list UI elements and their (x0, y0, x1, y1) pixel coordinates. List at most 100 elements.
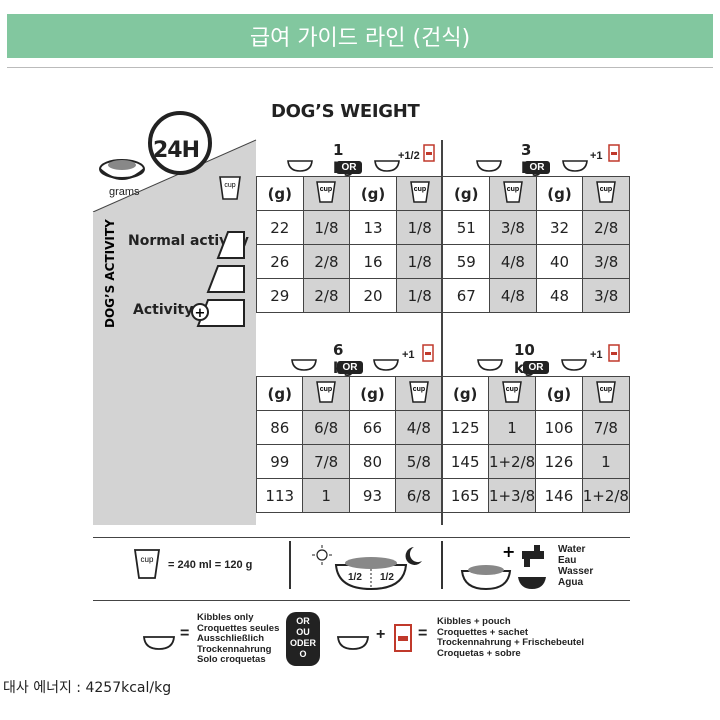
clock-icon (148, 111, 212, 175)
kibbles-pouch-labels: Kibbles + pouch Croquettes + sachet Troc… (437, 616, 585, 659)
bowl-icon (562, 160, 588, 172)
cup-label: cup (600, 186, 612, 193)
bowl-icon (373, 359, 399, 371)
half-portion-2: 1/2 (380, 572, 394, 583)
kibbles-pouch-es: Croquetas + sobre (437, 647, 521, 659)
cup-header: cup (395, 376, 443, 411)
metabolic-energy: 대사 에너지 : 4257kcal/kg (3, 680, 172, 696)
column-divider (441, 140, 443, 525)
bowl-icon (476, 160, 502, 172)
cell: 1 (581, 444, 631, 479)
cell: 125 (441, 410, 489, 445)
kibbles-pouch-fr: Croquettes + sachet (437, 626, 529, 638)
grams-header: (g) (441, 376, 489, 411)
cup-icon: cup (133, 549, 161, 579)
activity-level-icon: + (191, 231, 245, 327)
cell: 1+3/8 (487, 478, 537, 513)
pouch-icon (423, 144, 435, 162)
cell: 48 (535, 278, 584, 313)
cell: 3/8 (582, 278, 630, 313)
grams-header: (g) (535, 376, 583, 411)
or-badge: OR (337, 361, 363, 374)
cell: 22 (256, 210, 304, 245)
grams-label: grams (109, 186, 140, 198)
or-multilingual-badge: OR OU ODER O (286, 612, 320, 666)
svg-text:DOG’S ACTIVITY: DOG’S ACTIVITY (103, 219, 117, 328)
bowl-icon (287, 160, 313, 172)
cell: 5/8 (395, 444, 443, 479)
cell: 59 (442, 244, 491, 279)
normal-activity-label: Normal activity (128, 233, 249, 249)
cell: 6/8 (395, 478, 443, 513)
cell: 67 (442, 278, 491, 313)
bowl-icon (143, 636, 175, 650)
cell: 4/8 (395, 410, 443, 445)
cup-label: cup (320, 386, 332, 393)
grams-header: (g) (256, 176, 304, 211)
cell: 1/8 (395, 210, 444, 245)
water-tap-bowl-icon: + (460, 542, 546, 591)
kibbles-only-es: Solo croquetas (197, 654, 266, 665)
cell: 7/8 (581, 410, 631, 445)
cup-header: cup (489, 176, 537, 211)
kibbles-only-en: Kibbles only (197, 612, 254, 623)
cell: 16 (349, 244, 397, 279)
cup-icon: cup (595, 380, 616, 403)
cell: 3/8 (582, 244, 630, 279)
cell: 99 (255, 444, 304, 479)
activity-label: Activity (133, 302, 194, 318)
kibbles-only-de1: Ausschließlich (197, 633, 265, 644)
cell: 2/8 (302, 278, 351, 313)
pouch-amount: +1/2 (398, 150, 420, 162)
activity-vertical-label: DOG’S ACTIVITY (103, 219, 117, 328)
cell: 7/8 (302, 444, 350, 479)
cell: 1 (487, 410, 537, 445)
or-en: OR (296, 616, 310, 626)
page-banner: 급여 가이드 라인 (건식) (7, 14, 713, 58)
cell: 165 (441, 478, 489, 513)
header-diagonal (92, 139, 257, 213)
cup-header: cup (395, 176, 444, 211)
pouch-icon (394, 624, 412, 652)
cell: 4/8 (489, 278, 537, 313)
cup-icon: cup (408, 380, 430, 408)
cell: 40 (535, 244, 584, 279)
water-en: Water (558, 544, 586, 555)
cup-icon: cup (219, 176, 241, 200)
table-header-row: (g) cup (g) cup (g) cup (g) cup (256, 176, 630, 211)
cell: 2/8 (582, 210, 630, 245)
cup-icon: cup (595, 380, 617, 408)
kibbles-only-de2: Trockennahrung (197, 643, 272, 655)
cup-label: cup (506, 386, 518, 393)
banner-title: 급여 가이드 라인 (건식) (249, 26, 471, 51)
cup-equivalence: = 240 ml = 120 g (168, 559, 253, 571)
cup-icon: cup (316, 380, 336, 403)
cell: 1+2/8 (581, 478, 631, 513)
cup-label: cup (600, 386, 612, 393)
legend-top-line (93, 537, 630, 538)
cup-label: cup (413, 186, 425, 193)
or-badge: OR (336, 161, 362, 174)
or-de: ODER (289, 638, 316, 648)
cup-header: cup (487, 376, 537, 411)
cup-icon: cup (409, 180, 430, 203)
cup-icon: cup (409, 180, 431, 208)
kibbles-only-labels: Kibbles only Croquettes seules Ausschlie… (197, 612, 279, 666)
dogs-weight-title: DOG’S WEIGHT (271, 101, 420, 122)
or-es: O (299, 649, 307, 659)
water-de: Wasser (558, 566, 594, 577)
cell: 1/8 (395, 244, 444, 279)
cell: 113 (255, 478, 304, 513)
svg-text:+: + (195, 306, 206, 321)
half-portion-1: 1/2 (348, 572, 362, 583)
cup-icon: cup (596, 180, 617, 203)
kibbles-pouch-de: Trockennahrung + Frischebeutel (437, 637, 585, 648)
cup-icon: cup (595, 180, 617, 208)
cell: 80 (348, 444, 397, 479)
pouch-amount: +1 (590, 150, 603, 162)
activity-panel (93, 212, 256, 525)
bowl-icon (99, 159, 145, 180)
